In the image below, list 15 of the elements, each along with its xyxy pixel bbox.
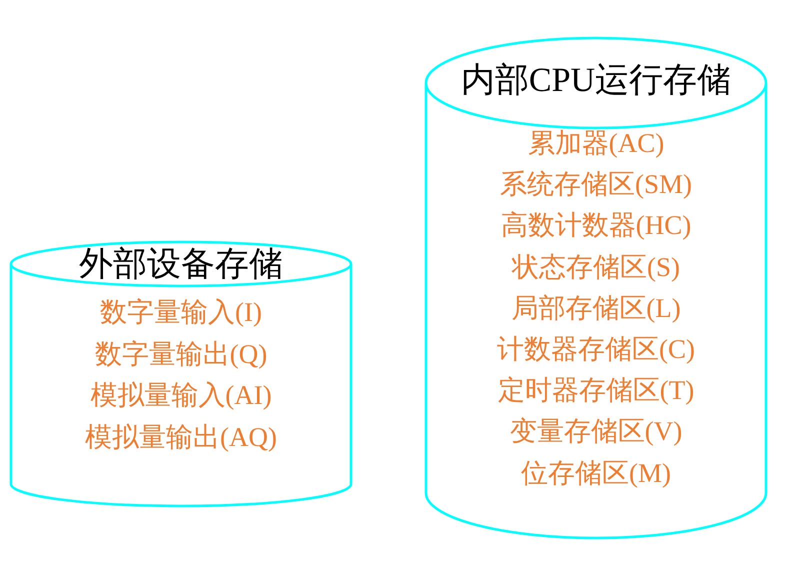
list-item: 定时器存储区(T) xyxy=(498,374,694,408)
cylinder-title: 内部CPU运行存储 xyxy=(460,61,732,101)
list-item: 状态存储区(S) xyxy=(512,250,680,284)
list-item: 模拟量输入(AI) xyxy=(90,379,272,412)
cylinder-title: 外部设备存储 xyxy=(79,245,283,285)
list-item: 数字量输出(Q) xyxy=(94,338,268,370)
list-item: 变量存储区(V) xyxy=(510,415,682,448)
list-item: 位存储区(M) xyxy=(521,456,671,490)
list-item: 累加器(AC) xyxy=(528,127,664,160)
list-item: 计数器存储区(C) xyxy=(497,333,695,366)
list-item: 模拟量输出(AQ) xyxy=(85,420,277,454)
list-item: 数字量输入(I) xyxy=(100,296,262,329)
list-item: 高数计数器(HC) xyxy=(500,209,692,242)
list-item: 系统存储区(SM) xyxy=(500,168,692,202)
list-item: 局部存储区(L) xyxy=(511,292,681,325)
